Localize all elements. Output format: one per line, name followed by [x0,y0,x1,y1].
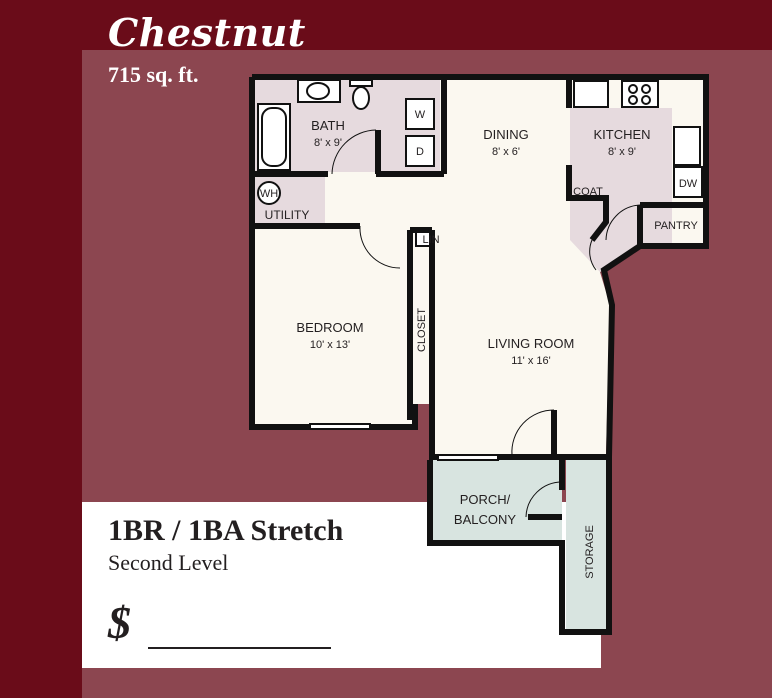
room-size-kitchen: 8' x 9' [608,146,636,158]
level-label: Second Level [108,550,229,575]
coat-label: COAT [573,186,603,198]
pantry-label: PANTRY [654,220,698,232]
dishwasher-label: DW [679,178,698,190]
porch-floor [430,460,562,541]
porch-label-line1: PORCH/ [460,492,511,507]
porch-label-line2: BALCONY [454,512,516,527]
storage-label: STORAGE [584,525,596,579]
price-symbol: $ [108,597,131,648]
unit-type: 1BR / 1BA Stretch [108,514,344,547]
room-label-bedroom: BEDROOM [296,320,363,335]
room-label-living: LIVING ROOM [488,336,575,351]
door-swings [331,129,641,518]
dryer-label: D [416,146,424,158]
square-footage: 715 sq. ft. [108,62,199,87]
room-label-kitchen: KITCHEN [593,127,650,142]
plan-title: Chestnut [108,10,306,55]
price-blank-line [148,647,331,649]
fixtures [257,79,703,461]
room-size-living: 11' x 16' [511,355,550,367]
room-size-bedroom: 10' x 13' [310,339,350,351]
linen-label: LIN [422,234,439,246]
room-label-bath: BATH [311,118,345,133]
washer-label: W [415,109,426,121]
room-label-dining: DINING [483,127,529,142]
closet-label: CLOSET [416,308,428,352]
water-heater-label: WH [260,188,278,200]
room-label-utility: UTILITY [265,208,310,222]
room-size-dining: 8' x 6' [492,146,520,158]
room-size-bath: 8' x 9' [314,137,342,149]
storage-floor [566,460,606,630]
